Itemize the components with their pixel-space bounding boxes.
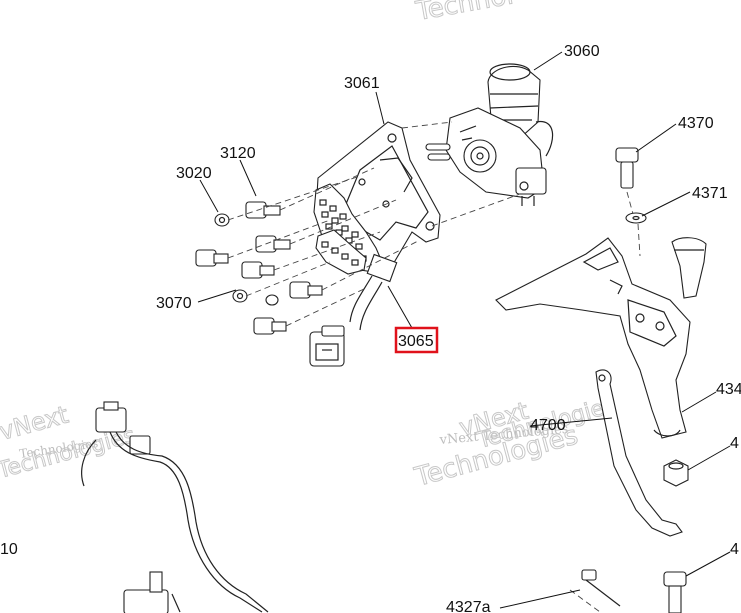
part-label-4-upper: 4 xyxy=(730,435,739,452)
shift-lever-knob xyxy=(671,237,707,299)
part-label-4327a: 4327a xyxy=(446,599,491,613)
nut-3020-c xyxy=(265,294,279,306)
part-label-434: 434 xyxy=(716,381,741,398)
pin-4327a xyxy=(569,569,621,613)
bolt-b xyxy=(195,249,229,267)
washer-4371 xyxy=(625,212,647,257)
highlight-box-3065 xyxy=(394,326,439,354)
nut-3020-a xyxy=(214,213,230,227)
fastener-group xyxy=(195,121,521,335)
switch-harness-3065 xyxy=(309,183,398,367)
part-label-3070: 3070 xyxy=(156,295,192,312)
nut-3020-b xyxy=(232,289,248,303)
part-label-3020: 3020 xyxy=(176,165,212,182)
part-label-4-lower: 4 xyxy=(730,541,739,558)
part-label-4371: 4371 xyxy=(692,185,728,202)
leader-lines xyxy=(197,51,731,609)
linkage-rod-4700 xyxy=(595,369,683,537)
bolt-4370 xyxy=(615,147,639,215)
part-label-10: 10 xyxy=(0,541,18,558)
bolt-d xyxy=(289,281,323,299)
part-label-3060: 3060 xyxy=(564,43,600,60)
motor-3060 xyxy=(425,63,554,206)
wiring-harness-left xyxy=(81,401,269,613)
bolt-e xyxy=(253,317,287,335)
part-label-3120: 3120 xyxy=(220,145,256,162)
part-label-4370: 4370 xyxy=(678,115,714,132)
bracket-4700 xyxy=(495,237,691,439)
bolt-3120-b xyxy=(255,235,291,253)
part-label-3061: 3061 xyxy=(344,75,380,92)
part-label-3065: 3065 xyxy=(398,333,434,350)
bolt-4b xyxy=(663,571,687,613)
watermark-left-vnext: vNext xyxy=(0,401,71,446)
part-label-4700: 4700 xyxy=(530,417,566,434)
nut-4a xyxy=(663,459,689,487)
bolt-c xyxy=(241,261,275,279)
bolt-3120-a xyxy=(245,201,281,219)
watermark-top: Technol xyxy=(413,0,516,27)
